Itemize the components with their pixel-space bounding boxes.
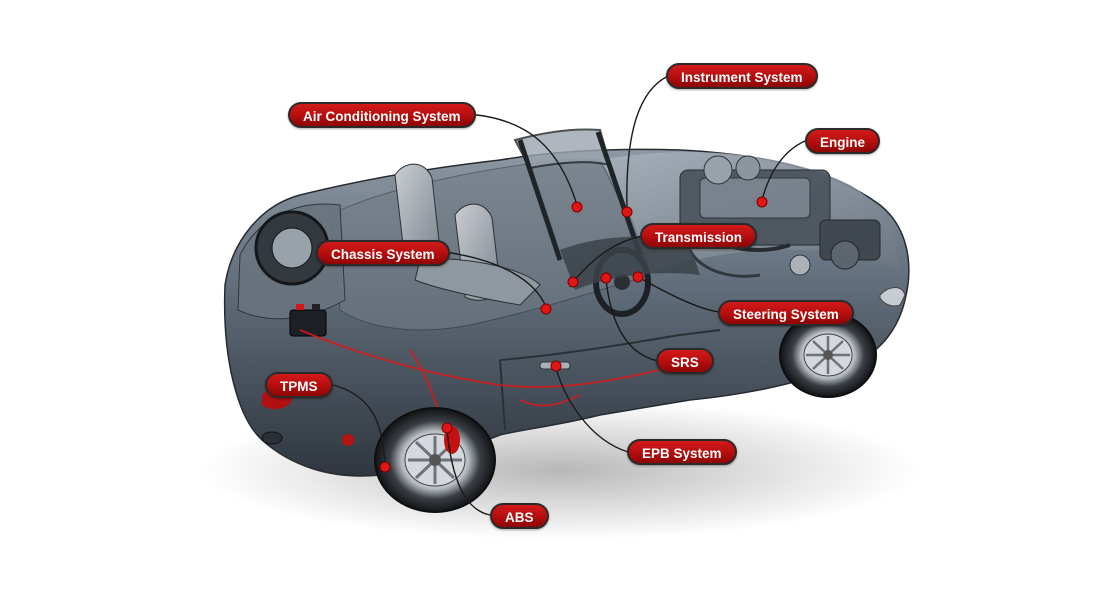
leader-chassis xyxy=(444,251,547,308)
label-air-conditioning-system[interactable]: Air Conditioning System xyxy=(288,102,476,128)
label-chassis-system[interactable]: Chassis System xyxy=(316,240,450,266)
battery xyxy=(289,309,327,337)
door-line xyxy=(499,329,721,361)
leader-transmission xyxy=(574,235,644,281)
headlight xyxy=(879,287,906,307)
label-tpms[interactable]: TPMS xyxy=(265,372,333,398)
label-engine[interactable]: Engine xyxy=(805,128,881,154)
engine-bay xyxy=(679,155,881,278)
leader-air-conditioning xyxy=(465,113,578,206)
marker-instrument xyxy=(621,206,633,218)
leader-steering xyxy=(639,277,721,313)
marker-epb xyxy=(550,360,562,372)
marker-tpms xyxy=(379,461,391,473)
leader-tpms xyxy=(332,384,386,466)
label-epb-system[interactable]: EPB System xyxy=(627,439,737,465)
label-abs[interactable]: ABS xyxy=(490,503,549,529)
trunk-area xyxy=(237,203,346,337)
marker-srs xyxy=(600,272,612,284)
marker-transmission xyxy=(567,276,579,288)
marker-steering xyxy=(632,271,644,283)
rear-wheel xyxy=(374,407,496,513)
rear-reflector xyxy=(342,434,354,446)
marker-engine xyxy=(756,196,768,208)
exhaust xyxy=(261,431,283,445)
cabin-interior xyxy=(329,128,700,331)
label-steering-system[interactable]: Steering System xyxy=(718,300,854,326)
marker-air-conditioning xyxy=(571,201,583,213)
leader-lines xyxy=(332,75,806,516)
label-srs[interactable]: SRS xyxy=(656,348,714,374)
leader-abs xyxy=(446,429,491,516)
leader-instrument xyxy=(626,75,669,211)
marker-chassis xyxy=(540,303,552,315)
marker-abs xyxy=(441,422,453,434)
leader-epb xyxy=(555,367,629,453)
leader-srs xyxy=(605,279,659,362)
target-markers xyxy=(379,196,768,473)
label-instrument-system[interactable]: Instrument System xyxy=(666,63,818,89)
leader-engine xyxy=(761,140,806,201)
label-transmission[interactable]: Transmission xyxy=(640,223,758,249)
front-wheel xyxy=(779,312,877,398)
